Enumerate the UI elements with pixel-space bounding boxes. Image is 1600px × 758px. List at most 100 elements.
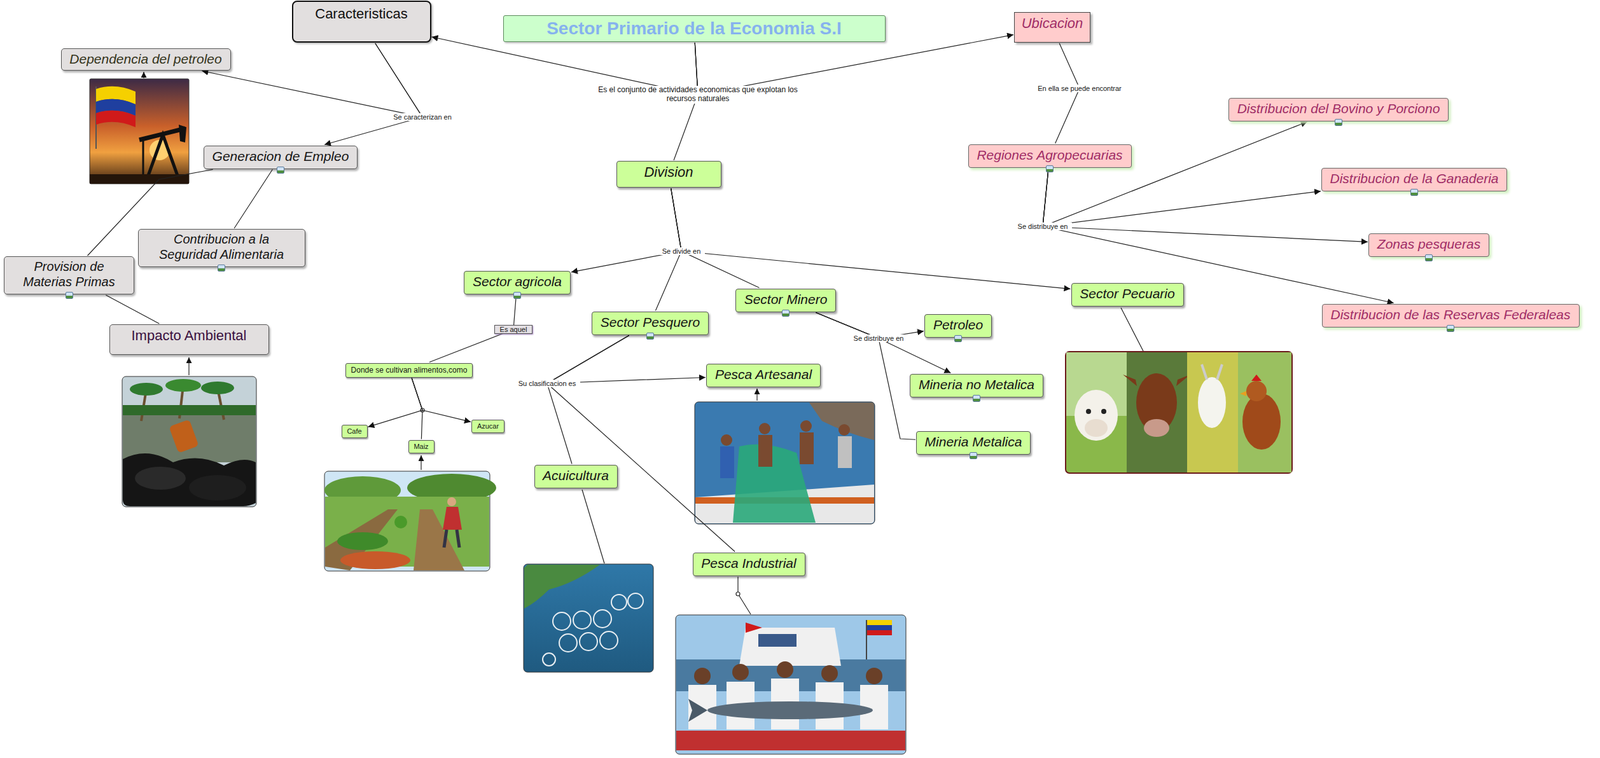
concept-box: Dependencia del petroleo	[61, 48, 231, 71]
node-text: Azucar	[476, 422, 500, 431]
livestock-picture-part	[1101, 409, 1107, 415]
livestock-picture-part	[1242, 393, 1281, 450]
image-icon	[646, 332, 654, 340]
concept-box: Donde se cultivan alimentos,como	[345, 363, 473, 378]
concept-box: Sector Pecuario	[1071, 283, 1184, 307]
oil-picture	[89, 78, 189, 184]
farm-picture	[324, 471, 497, 572]
image-icon	[1334, 118, 1343, 126]
aquaculture-picture-part-part	[599, 631, 618, 650]
image-icon	[1045, 165, 1054, 173]
aquaculture-picture-part-part	[593, 610, 612, 628]
connector	[1042, 168, 1321, 228]
concept-box: Distribucion del Bovino y Porciono	[1228, 97, 1449, 122]
concept-box: Pesca Industrial	[692, 552, 806, 577]
farm-picture-part	[444, 529, 447, 548]
node-text: Regiones Agropecuarias	[976, 147, 1124, 164]
leader-lines-part	[1120, 307, 1144, 352]
oil-spill-picture-part	[169, 419, 200, 454]
farm-picture-part	[442, 507, 462, 530]
artisanal-fishing-picture	[694, 402, 875, 525]
industrial-fishing-picture-part	[758, 634, 797, 647]
connector	[1042, 122, 1308, 228]
concept-box: Contribucion a la Seguridad Alimentaria	[138, 229, 306, 268]
node-text: Generacion de Empleo	[211, 148, 350, 165]
industrial-fishing-picture-part	[694, 661, 883, 685]
leader-lines-part	[143, 71, 144, 79]
livestock-picture-part	[1217, 364, 1223, 380]
title-box: Sector Primario de la Economia S.I	[503, 15, 886, 42]
aquaculture-picture-part-part	[552, 612, 571, 631]
linking-phrase: Su clasificacion es	[514, 379, 581, 389]
image-icon	[1410, 188, 1419, 196]
image-icon	[1446, 325, 1455, 333]
artisanal-fishing-picture-part	[837, 436, 852, 469]
industrial-fishing-picture-part	[675, 615, 906, 755]
oil-spill-picture-part	[201, 381, 235, 395]
concept-box: Division	[616, 160, 722, 188]
concept-box: Petroleo	[924, 314, 992, 338]
industrial-fishing-picture-part	[866, 620, 892, 626]
livestock-picture-part	[1238, 352, 1292, 473]
artisanal-fishing-picture-part-part	[838, 424, 850, 436]
oil-spill-picture-part	[122, 453, 256, 507]
artisanal-fishing-picture-part	[720, 420, 850, 446]
artisanal-fishing-picture-part-part	[758, 423, 771, 435]
node-text: Sector Pecuario	[1079, 286, 1176, 303]
concept-box: Acuicultura	[534, 465, 618, 489]
artisanal-fishing-picture-part	[758, 435, 773, 467]
industrial-fishing-picture-part	[688, 678, 889, 730]
artisanal-fishing-picture-part	[809, 402, 875, 441]
industrial-fishing-picture-part	[739, 627, 842, 667]
oil-spill-picture-part	[165, 379, 202, 392]
node-text: Donde se cultivan alimentos,como	[350, 365, 468, 375]
industrial-fishing-picture-part-part	[865, 667, 883, 685]
livestock-picture-part	[1126, 352, 1188, 473]
leader-lines-part	[737, 577, 738, 593]
oil-picture-part	[139, 128, 186, 140]
livestock-picture-part	[1201, 364, 1207, 380]
livestock-picture	[1065, 351, 1293, 474]
oil-spill-picture-part	[129, 382, 163, 396]
industrial-fishing-picture	[675, 615, 906, 755]
artisanal-fishing-picture-part	[720, 446, 735, 479]
livestock-picture-part	[1239, 391, 1247, 397]
industrial-fishing-picture-part-part	[694, 667, 711, 685]
leader-lines	[143, 71, 1144, 615]
concept-box: Mineria no Metalica	[909, 374, 1044, 398]
livestock-picture-part	[1074, 389, 1118, 441]
concept-box: Impacto Ambiental	[109, 324, 270, 355]
node-text: Sector Pesquero	[599, 314, 701, 331]
oil-picture-part	[148, 134, 178, 176]
node-text: Pesca Industrial	[701, 556, 798, 572]
node-text: Contribucion a la Seguridad Alimentaria	[146, 232, 298, 263]
linking-phrase: Es aquel	[494, 325, 533, 335]
connector	[411, 378, 471, 423]
oil-spill-picture-part	[188, 475, 247, 501]
node-text: Sector agricola	[472, 274, 563, 291]
linking-phrase: En ella se puede encontrar	[1033, 84, 1127, 93]
node-text: Cafe	[346, 427, 363, 436]
concept-box: Azucar	[471, 419, 505, 434]
connector	[571, 188, 682, 273]
aquaculture-picture-part-part	[579, 633, 598, 651]
connectors	[87, 34, 1394, 553]
node-text: Mineria no Metalica	[918, 377, 1036, 394]
industrial-fishing-picture-part	[866, 630, 892, 636]
concept-box: Sector agricola	[463, 271, 571, 295]
node-text: Maiz	[413, 442, 430, 452]
concept-box: Provision de Materias Primas	[3, 256, 135, 295]
oil-picture-part	[89, 174, 189, 184]
linking-phrase: Se caracterizan en	[389, 113, 457, 122]
linking-phrase: Es el conjunto de actividades economicas…	[589, 85, 808, 104]
concept-box: Mineria Metalica	[916, 431, 1031, 455]
connector	[105, 295, 160, 324]
node-text: Caracteristicas	[302, 5, 422, 23]
concept-box: Sector Minero	[735, 288, 836, 313]
aquaculture-picture-part-part	[573, 611, 592, 630]
linking-phrase: Se distribuye en	[849, 334, 908, 343]
node-text: Distribucion del Bovino y Porciono	[1236, 101, 1441, 118]
aquaculture-picture-part-part	[559, 634, 578, 653]
livestock-picture-part	[1143, 419, 1170, 438]
